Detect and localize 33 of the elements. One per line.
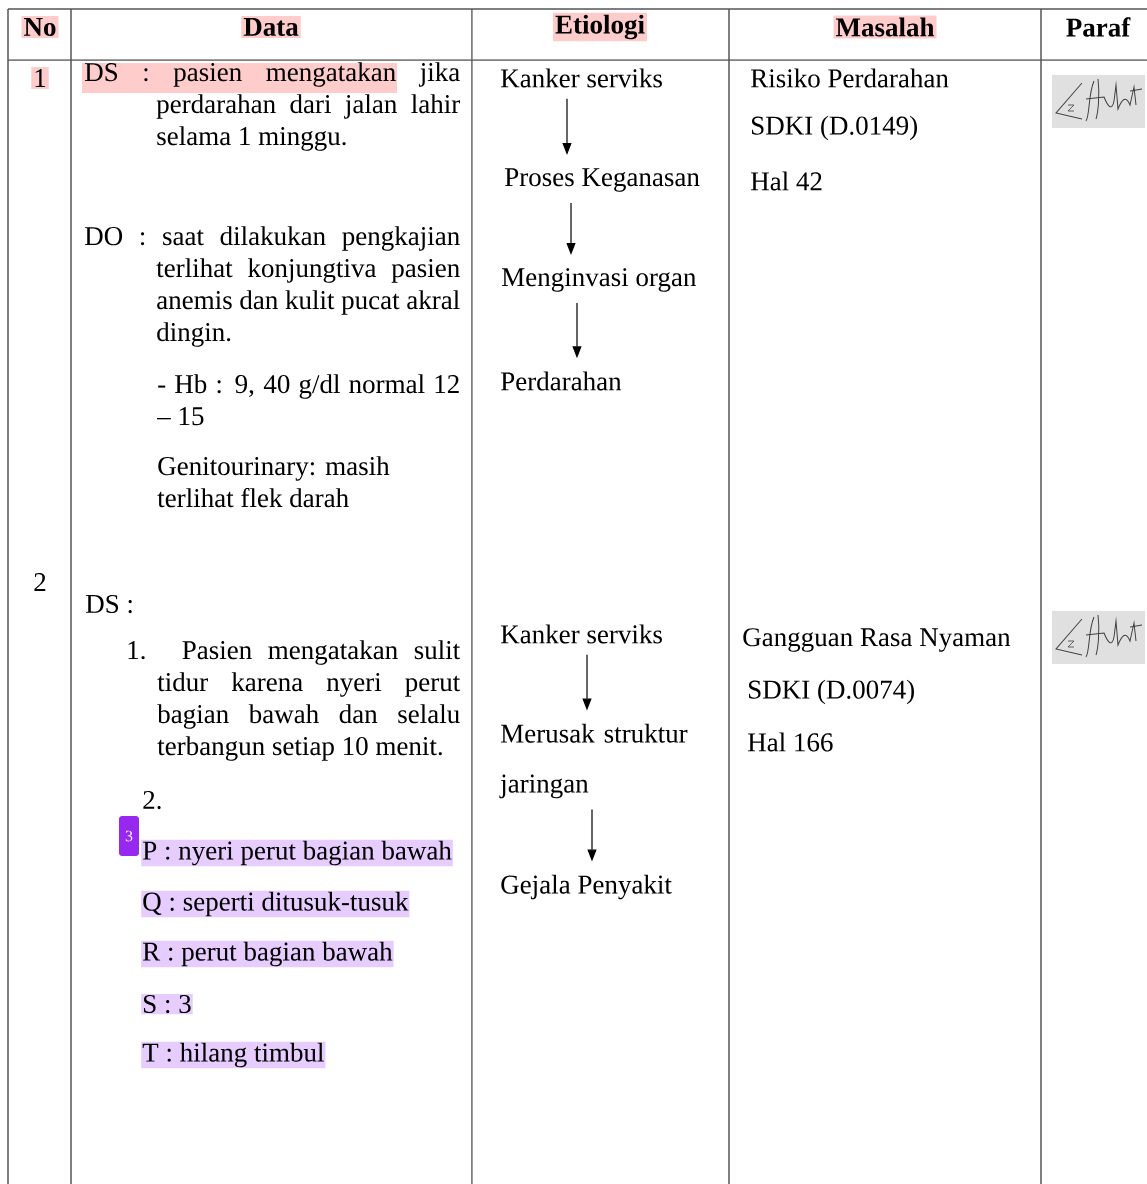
pain-assessment: R : perut bagian bawah (141, 940, 394, 968)
data-paragraph: DS : pasien mengatakan jika perdarahan dari jalan lahir selama 1 minggu. (85, 62, 460, 151)
lab-result: - Hb : 9, 40 g/dl normal 12 – 15 (157, 374, 459, 426)
column-header: Data (241, 16, 301, 38)
flow-step: Kanker serviks (501, 68, 662, 88)
data-paragraph: DO : saat dilakukan pengkajian terlihat konjungtiva pasien anemis dan kulit pucat akral dingin. (85, 226, 460, 347)
problem-text: Hal 166 (748, 732, 833, 752)
column-header: Masalah (833, 15, 937, 39)
flow-step: Gejala Penyakit (501, 874, 672, 900)
row-number: 1 (31, 67, 49, 89)
pain-assessment: P : nyeri perut bagian bawah (141, 839, 453, 867)
data-heading: DS : (86, 594, 132, 614)
row-number: 2 (34, 573, 46, 591)
problem-text: Hal 42 (751, 171, 822, 191)
problem-text: SDKI (D.0074) (749, 679, 914, 705)
flow-step: Perdarahan (501, 371, 622, 391)
data-paragraph: Genitourinary: masih terlihat flek darah (157, 456, 390, 508)
problem-text: SDKI (D.0149) (752, 115, 917, 141)
pain-assessment: T : hilang timbul (141, 1041, 326, 1069)
list-number: 2. (143, 790, 161, 810)
annotation-badge: 3 (119, 816, 139, 856)
list-item: 1. Pasien mengatakan sulit tidur karena nyeri perut bagian bawah dan selalu terbangun setiap 10 menit. (128, 640, 461, 761)
column-header: Paraf (1066, 17, 1131, 37)
column-header: No (21, 16, 59, 38)
pain-assessment: S : 3 (141, 993, 193, 1015)
problem-text: Risiko Perdarahan (751, 68, 949, 88)
column-header: Etiologi (553, 12, 647, 42)
problem-text: Gangguan Rasa Nyaman (743, 628, 1011, 652)
flow-step: Kanker serviks (501, 624, 662, 644)
flow-step: Proses Keganasan (505, 168, 700, 192)
flow-step: Menginvasi organ (502, 268, 697, 292)
pain-assessment: Q : seperti ditusuk-tusuk (141, 890, 410, 918)
flow-step: Merusak struktur jaringan (499, 723, 688, 799)
